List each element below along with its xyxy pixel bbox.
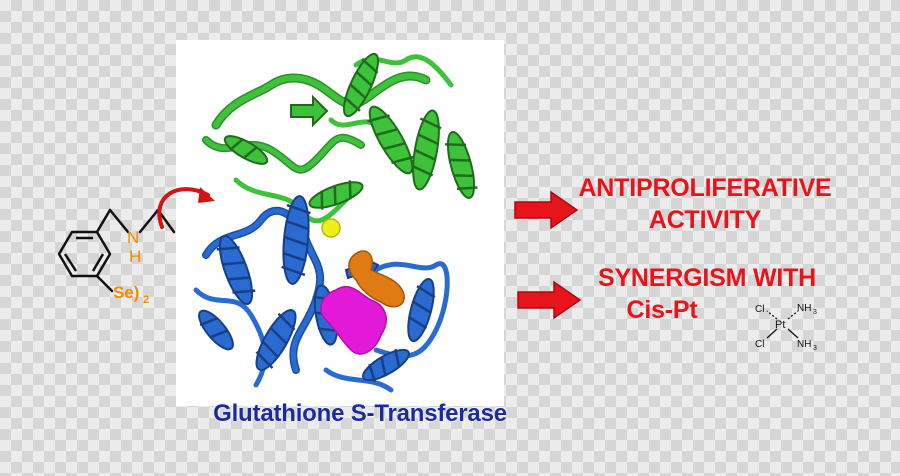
effect1-line1: ANTIPROLIFERATIVE	[578, 174, 832, 202]
cisplatin-nh3-top-sub: 3	[813, 309, 817, 316]
cisplatin-cl-bottom: Cl	[755, 339, 764, 350]
cisplatin-nh3-bottom: NH	[797, 339, 811, 350]
selenium-label: Se)	[113, 283, 139, 302]
cisplatin-cl-top: Cl	[755, 304, 764, 315]
blue-helices	[198, 195, 436, 383]
synergism-label: SYNERGISM WITH Cis-Pt	[572, 262, 842, 326]
curved-arrow-head	[198, 187, 215, 203]
cisplatin-nh3-bottom-sub: 3	[813, 345, 817, 352]
arrow-right-icon	[514, 190, 579, 230]
ligands	[320, 218, 405, 355]
nitrogen-label: N	[127, 228, 139, 247]
selenium-compound: N H Se) 2	[57, 187, 215, 306]
arrow-right-icon	[517, 280, 582, 320]
cisplatin-pt: Pt	[775, 319, 785, 331]
cisplatin-structure: Pt Cl Cl NH 3 NH 3	[755, 303, 817, 352]
hydrogen-label: H	[129, 247, 141, 266]
green-helices	[223, 52, 478, 210]
effect2-line1: SYNERGISM WITH	[597, 264, 817, 292]
selenium-subscript: 2	[143, 294, 149, 306]
cisplatin-nh3-top: NH	[797, 303, 811, 314]
enzyme-caption: Glutathione S-Transferase	[213, 400, 507, 427]
protein-structure	[193, 52, 478, 393]
effect1-line2: ACTIVITY	[648, 206, 762, 234]
antiproliferative-label: ANTIPROLIFERATIVE ACTIVITY	[560, 172, 850, 236]
effect2-line2: Cis-Pt	[626, 296, 698, 324]
benzene-ring	[57, 230, 112, 278]
